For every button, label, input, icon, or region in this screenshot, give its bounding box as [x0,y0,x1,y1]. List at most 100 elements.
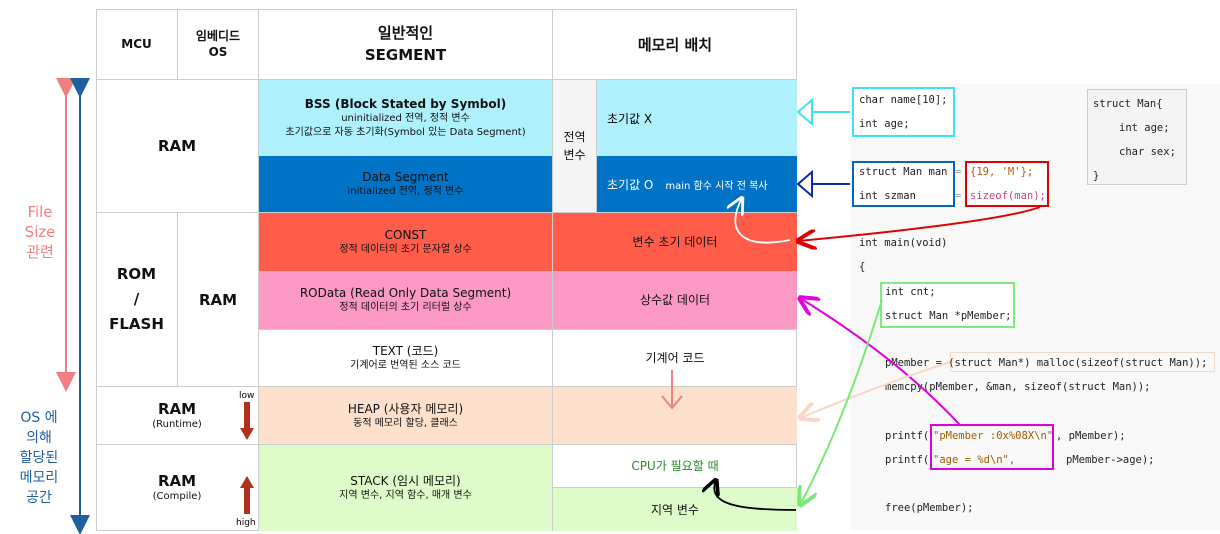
rodata-title: ROData (Read Only Data Segment) [299,286,512,300]
code-data-2: int szman [859,190,916,202]
os-alloc-line4: 메모리 [19,470,59,486]
code-printf-1c: , pMember); [1056,430,1126,442]
rom-line3: FLASH [109,315,164,333]
data-code-box [852,161,955,207]
machine-code-text: 기계어 코드 [645,351,705,365]
segment-stack: STACK (임시 메모리) 지역 변수, 지역 함수, 매개 변수 [259,445,553,531]
code-struct-4: } [1093,170,1100,182]
file-size-line2: Size [24,223,56,241]
file-size-line1: File [27,203,53,221]
code-init-1: {19, 'M'}; [970,166,1034,178]
cpu-needed-cell: CPU가 필요할 때 [553,445,797,488]
const-data-text: 상수값 데이터 [639,293,711,307]
heap-sub: 동적 메모리 할당, 클래스 [353,417,458,429]
ram-compile-title: RAM [157,472,197,490]
code-bss-1: char name[10]; [859,94,948,106]
bss-sub2: 초기값으로 자동 초기화(Symbol 있는 Data Segment) [285,127,526,138]
segment-heap: HEAP (사용자 메모리) 동적 메모리 할당, 클래스 [259,387,553,445]
code-local-2: struct Man *pMember; [885,310,1012,322]
data-sub: initialized 전역, 정적 변수 [347,186,464,197]
header-mcu-text: MCU [121,37,152,51]
row-rom-flash: ROM / FLASH [96,213,178,387]
stack-sub: 지역 변수, 지역 함수, 매개 변수 [339,490,472,501]
os-alloc-line2: 의해 [26,430,52,446]
segment-data: Data Segment initialized 전역, 정적 변수 [259,156,553,213]
code-main-1: int main(void) [859,237,948,249]
os-alloc-line1: OS 에 [20,410,58,426]
row-ram: RAM [96,80,259,213]
code-printf-2a: printf( [885,454,930,466]
code-bss-2: int age; [859,118,910,130]
init-x-text: 초기값 X [607,111,653,126]
code-free: free(pMember); [885,502,974,514]
struct-box [1087,89,1187,185]
header-os-line1: 임베디드 [195,29,241,43]
code-init-2: sizeof(man); [970,190,1046,202]
init-o-cell: 초기값 O main 함수 시작 전 복사 [597,156,797,213]
code-local-1: int cnt; [885,286,936,298]
rom-line1: ROM [116,265,157,283]
code-malloc: pMember = (struct Man*) malloc(sizeof(st… [885,357,1208,369]
header-segment-line2: SEGMENT [364,46,447,64]
code-printf-2b: "age = %d\n", [933,454,1016,466]
stack-title: STACK (임시 메모리) [350,474,461,488]
global-var-line1: 전역 [563,130,586,144]
text-title: TEXT (코드) [372,344,439,358]
ram-runtime-sub: (Runtime) [152,418,202,430]
row-ram-text: RAM [157,137,197,155]
bss-code-box [852,87,955,137]
up-arrow-icon [240,476,254,514]
code-struct-1: struct Man{ [1093,98,1163,110]
code-printf-1b: "pMember :0x%08X\n" [933,430,1054,442]
local-var-cell: 지역 변수 [553,488,797,531]
row-ram-runtime: RAM (Runtime) [96,387,259,445]
row-rom-ram: RAM [178,213,259,387]
header-memory: 메모리 배치 [553,9,797,80]
global-var-cell: 전역 변수 [553,80,597,213]
var-init-data-text: 변수 초기 데이터 [632,235,718,249]
low-label: low [239,391,255,401]
os-alloc-label: OS 에 의해 할당된 메모리 공간 [4,408,74,508]
row-ram-compile: RAM (Compile) [96,445,259,531]
printf-string-box [930,424,1054,470]
segment-bss: BSS (Block Stated by Symbol) uninitializ… [259,80,553,156]
code-struct-2: int age; [1119,122,1170,134]
text-sub: 기계어로 번역된 소스 코드 [350,360,461,371]
rom-line2: / [133,290,140,308]
header-segment-line1: 일반적인 [377,24,434,42]
const-sub: 정적 데이터의 초기 문자열 상수 [339,244,472,255]
machine-code-cell: 기계어 코드 [553,329,797,387]
bss-title: BSS (Block Stated by Symbol) [304,97,507,111]
init-code-box [965,161,1049,207]
header-mcu: MCU [96,9,178,80]
data-title: Data Segment [362,170,449,184]
segment-const: CONST 정적 데이터의 초기 문자열 상수 [259,213,553,271]
segment-text: TEXT (코드) 기계어로 번역된 소스 코드 [259,329,553,387]
bss-sub1: uninitialized 전역, 정적 변수 [341,113,470,124]
header-memory-text: 메모리 배치 [637,35,713,54]
code-printf-2c: pMember->age); [1066,454,1155,466]
var-init-data-cell: 변수 초기 데이터 [553,213,797,271]
code-struct-3: char sex; [1119,146,1176,158]
cpu-needed-text: CPU가 필요할 때 [631,459,719,473]
down-arrow-icon [240,402,254,440]
copy-note: main 함수 시작 전 복사 [665,180,768,192]
rodata-sub: 정적 데이터의 초기 리터럴 상수 [339,302,472,313]
ram-runtime-title: RAM [157,399,197,418]
header-segment: 일반적인 SEGMENT [259,9,553,80]
header-os-line2: OS [208,45,228,59]
const-title: CONST [384,228,427,242]
file-size-line3: 관련 [26,243,54,261]
local-var-text: 지역 변수 [651,502,699,517]
init-x-cell: 초기값 X [597,80,797,156]
os-alloc-line3: 할당된 [19,450,59,466]
rom-ram-text: RAM [198,290,238,309]
init-o-text: 초기값 O [607,177,654,192]
code-eq-1: = [955,166,962,178]
const-data-cell: 상수값 데이터 [553,271,797,329]
high-label: high [236,518,256,528]
segment-rodata: ROData (Read Only Data Segment) 정적 데이터의 … [259,271,553,329]
file-size-label: File Size 관련 [14,202,66,262]
os-alloc-line5: 공간 [26,490,52,506]
